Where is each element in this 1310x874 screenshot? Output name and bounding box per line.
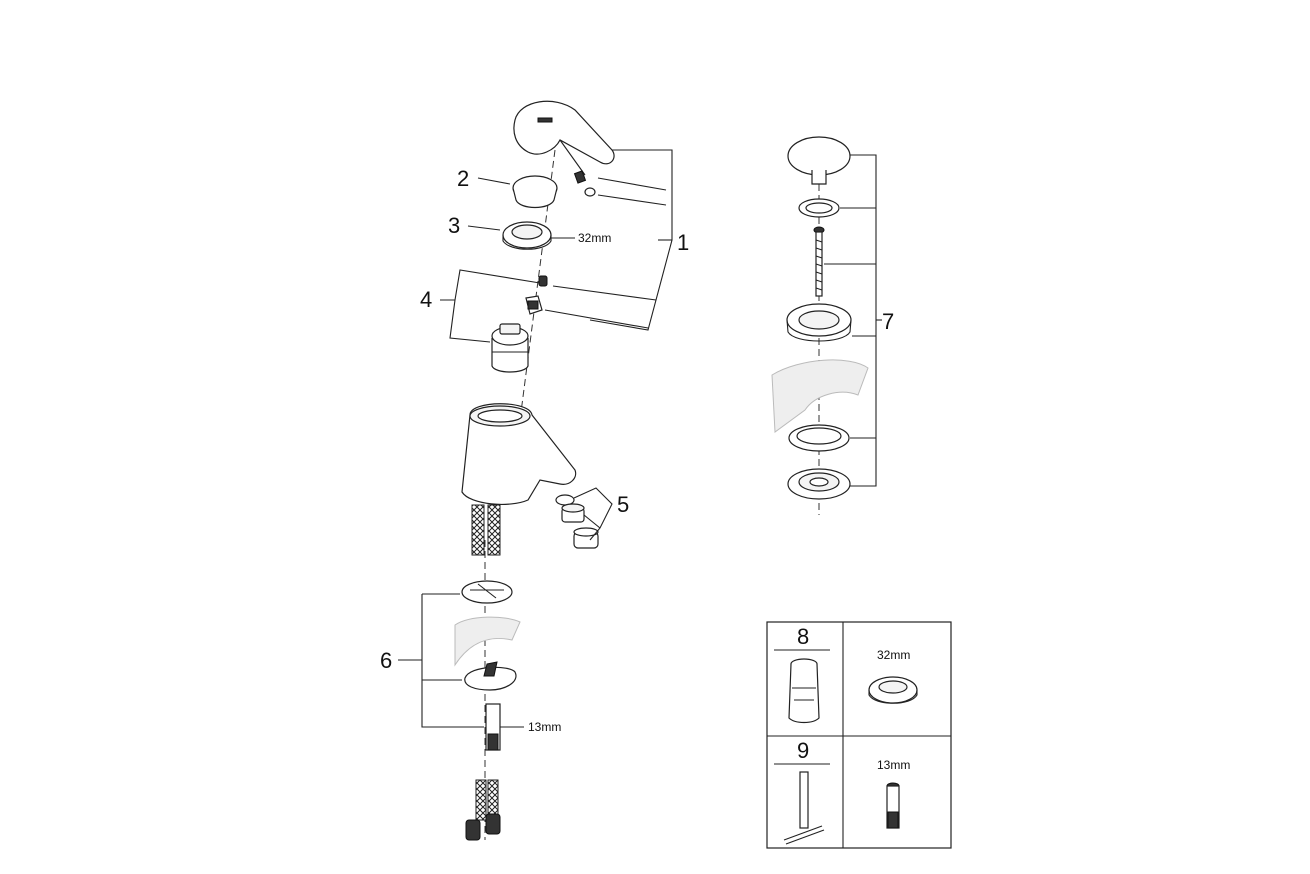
nipple-13mm-icon: [886, 782, 900, 829]
dimension-32mm: 32mm: [578, 231, 611, 245]
hose-right: [487, 504, 501, 556]
cartridge-screws: [525, 275, 548, 315]
callout-3: 3: [448, 213, 460, 238]
cartridge-part: [491, 323, 529, 373]
mixer-body: [461, 403, 577, 505]
basin-section: [771, 359, 869, 433]
waste-flange: [786, 303, 852, 342]
cartridge-key-tool: [788, 658, 820, 724]
callout-1: 1: [677, 230, 689, 255]
callout-6: 6: [380, 648, 392, 673]
waste-nut: [788, 424, 850, 452]
tools-box: 8 32mm 9 13mm: [766, 621, 952, 849]
mixer-assembly: 1 2 3 4 5 6 32mm 13mm: [380, 100, 689, 841]
dimension-13mm: 13mm: [528, 720, 561, 734]
callout-7: 7: [882, 309, 894, 334]
callout-5: 5: [617, 492, 629, 517]
box-dimension-13mm: 13mm: [877, 758, 910, 772]
nut-part: [502, 221, 552, 250]
waste-body: [787, 468, 851, 500]
plug-seal: [798, 198, 840, 218]
callout-8: 8: [797, 624, 809, 649]
leader-lines: [398, 149, 673, 728]
callout-9: 9: [797, 738, 809, 763]
popup-plug: [787, 136, 851, 185]
aerator-parts: [555, 494, 599, 549]
cap-part: [512, 175, 558, 209]
hose-ends: [465, 779, 501, 841]
hose-left: [471, 504, 485, 556]
waste-assembly: 7: [771, 136, 894, 515]
callout-2: 2: [457, 166, 469, 191]
callout-4: 4: [420, 287, 432, 312]
mounting-set: [454, 580, 521, 751]
hex-key-tool: [783, 771, 825, 845]
box-dimension-32mm: 32mm: [877, 648, 910, 662]
lever-handle: [513, 100, 615, 197]
nut-32mm-icon: [868, 676, 918, 704]
threaded-rod: [813, 226, 825, 297]
